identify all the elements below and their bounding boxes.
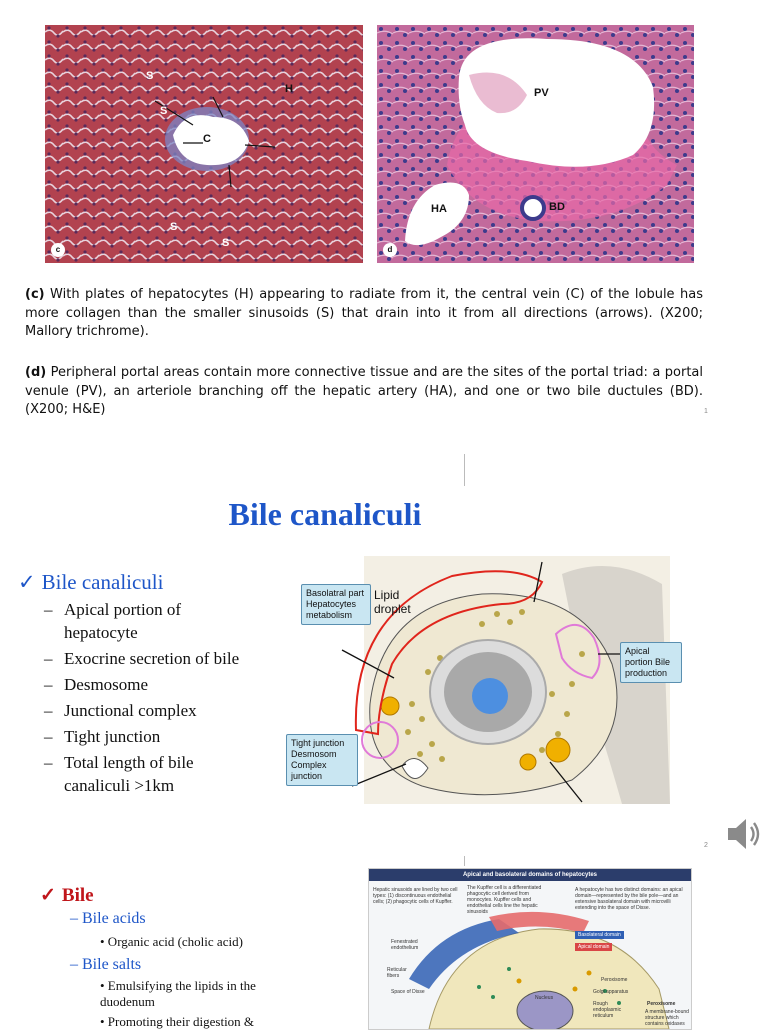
peroxisome-desc: A membrane-bound structure which contain…: [645, 1009, 689, 1027]
label-c: C: [203, 133, 211, 145]
bile-acids-item: • Organic acid (cholic acid): [100, 934, 243, 949]
slide-title: Bile canaliculi: [228, 496, 422, 532]
bile-salts-item: • Promoting their digestion &: [100, 1014, 255, 1029]
label-bd: BD: [549, 201, 565, 213]
micrograph-d: PV HA BD d: [377, 25, 694, 263]
panel-letter-d: d: [383, 243, 397, 257]
divider: [464, 856, 465, 866]
slide-3: ✓Bile – Bile acids • Organic acid (choli…: [0, 856, 768, 1030]
bile-heading: ✓Bile: [40, 884, 94, 907]
label-s: S: [146, 70, 154, 82]
caption-c-tag: (c): [25, 287, 45, 302]
list-item: Junctional complex: [44, 699, 254, 722]
diagram-title: Apical and basolateral domains of hepato…: [369, 869, 691, 881]
label-s: S: [170, 221, 178, 233]
label-s: S: [222, 237, 230, 249]
label-s: S: [160, 105, 168, 117]
label-h: H: [285, 83, 293, 95]
bullet-list: Apical portion of hepatocyte Exocrine se…: [44, 598, 254, 800]
panel-letter-c: c: [51, 243, 65, 257]
check-icon: ✓: [40, 885, 56, 906]
caption-c-text: With plates of hepatocytes (H) appearing…: [25, 287, 703, 339]
bile-salts-item: • Emulsifying the lipids in the duodenum: [100, 978, 256, 1009]
bile-salts: – Bile salts: [70, 956, 142, 973]
golgi-label: Golgi apparatus: [593, 989, 629, 995]
disse-label: Space of Disse: [391, 989, 425, 995]
callout-tight-junction: Tight junction Desmosom Complex junction: [286, 734, 358, 786]
sinusoid-text: Hepatic sinusoids are lined by two cell …: [373, 887, 458, 905]
apical-domain-tag: Apical domain: [575, 943, 613, 951]
bile-heading-text: Bile: [61, 885, 94, 906]
micrograph-c: S S H C S S c: [45, 25, 363, 263]
rer-label: Rough endoplasmic reticulum: [593, 1001, 622, 1019]
list-item: Tight junction: [44, 725, 254, 748]
label-ha: HA: [431, 203, 447, 215]
kupffer-text: The Kupffer cell is a differentiated pha…: [467, 885, 542, 915]
bullet-heading-text: Bile canaliculi: [41, 570, 164, 594]
domains-diagram: Apical and basolateral domains of hepato…: [368, 868, 692, 1030]
caption-d-tag: (d): [25, 365, 47, 380]
callout-basolateral: Basolatral part Hepatocytes metabolism: [301, 584, 371, 625]
nucleus-label: Nucleus: [535, 995, 554, 1001]
bile-acids: – Bile acids: [70, 910, 146, 927]
domains-text: A hepatocyte has two distinct domains: a…: [575, 887, 683, 911]
caption-d: (d) Peripheral portal areas contain more…: [25, 364, 703, 420]
caption-d-text: Peripheral portal areas contain more con…: [25, 365, 703, 417]
callout-apical: Apical portion Bile production: [620, 642, 682, 683]
peroxisome-title: Peroxisome: [647, 1001, 676, 1007]
speaker-icon[interactable]: [722, 814, 762, 854]
reticular-label: Reticular fibers: [387, 967, 407, 979]
page-number: 1: [704, 408, 708, 415]
list-item: Exocrine secretion of bile: [44, 647, 254, 670]
page-number: 2: [704, 842, 708, 849]
check-icon: ✓: [18, 570, 36, 594]
basolateral-domain-tag: Basolateral domain: [575, 931, 624, 939]
callout-lipid-droplet: Lipid droplet: [374, 588, 411, 616]
divider: [464, 454, 465, 486]
bullet-heading: ✓Bile canaliculi: [18, 570, 163, 595]
slide-2: Bile canaliculi ✓Bile canaliculi Apical …: [0, 446, 768, 850]
slide-1: S S H C S S c PV HA BD: [0, 0, 768, 440]
caption-c: (c) With plates of hepatocytes (H) appea…: [25, 286, 703, 342]
peroxisome-label: Peroxisome: [601, 977, 628, 983]
list-item: Desmosome: [44, 673, 254, 696]
fenestrated-label: Fenestrated endothelium: [391, 939, 419, 951]
hepatocyte-diagram: [282, 554, 674, 808]
list-item: Total length of bile canaliculi >1km: [44, 751, 254, 797]
label-pv: PV: [534, 87, 549, 99]
list-item: Apical portion of hepatocyte: [44, 598, 254, 644]
